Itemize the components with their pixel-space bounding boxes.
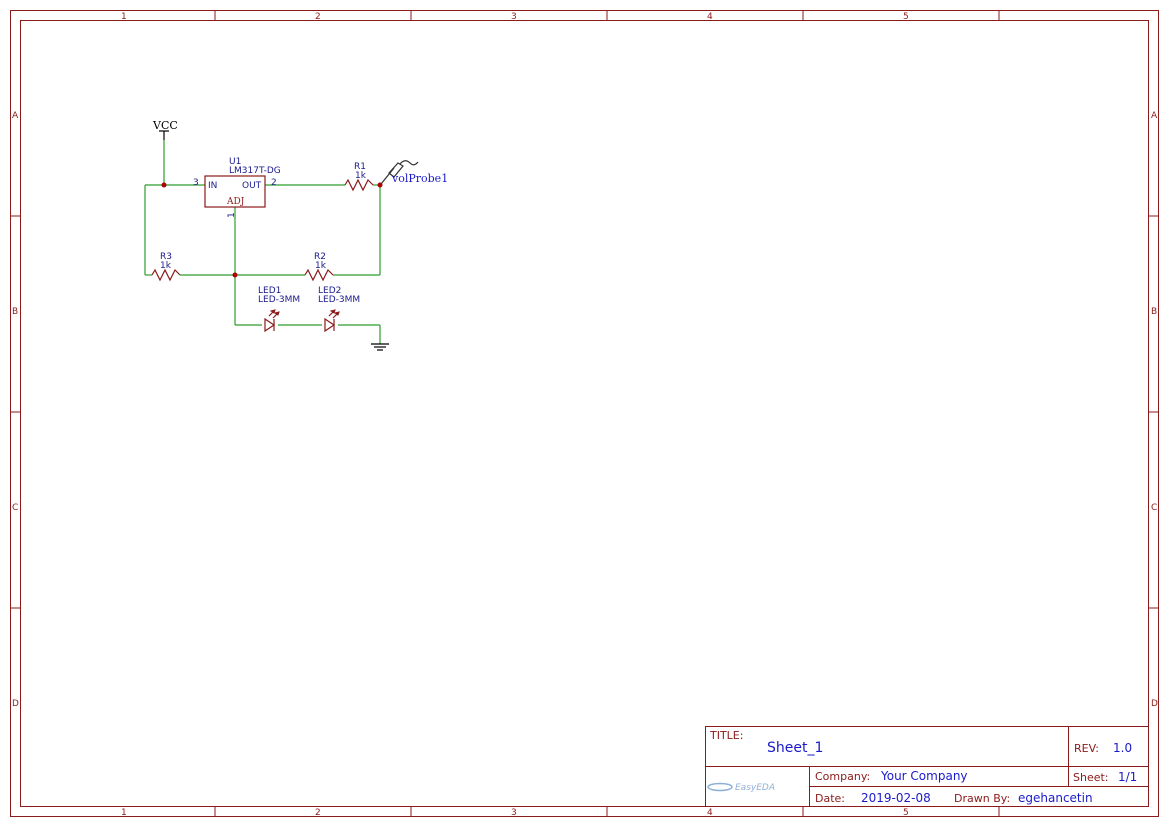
resistor-r1-body [344,178,374,192]
resistor-r1-value: 1k [355,171,367,181]
resistor-r2-body [304,268,334,282]
led2: LED2 LED-3MM [318,286,360,333]
title-block: TITLE: Sheet_1 REV: 1.0 Company: Your Co… [705,726,1149,807]
ground-symbol [371,343,389,351]
row-label: D [1151,699,1158,709]
drawn-by-value: egehancetin [1018,791,1093,805]
column-labels-top: 1 2 3 4 5 [121,12,909,22]
date-label: Date: [815,792,845,805]
probe-label: volProbe1 [391,172,448,185]
column-labels-bottom: 1 2 3 4 5 [121,808,909,818]
column-label: 3 [511,808,517,818]
company-label: Company: [815,770,870,783]
rev-value: 1.0 [1113,741,1132,755]
resistor-r1-designator: R1 [354,162,366,172]
vcc-symbol: VCC [152,119,178,140]
column-label: 3 [511,12,517,22]
column-label: 1 [121,808,127,818]
resistor-r3-body [151,268,181,282]
probe-body [388,162,404,178]
regulator-body [204,175,266,208]
probe-lead [399,160,419,166]
column-label: 2 [315,808,321,818]
voltage-probe: volProbe1 [380,160,448,185]
column-label: 4 [707,808,713,818]
easyeda-logo-text: EasyEDA [735,783,775,793]
regulator-designator: U1 [229,157,241,167]
vcc-label: VCC [152,119,178,132]
column-label: 2 [315,12,321,22]
date-value: 2019-02-08 [861,791,931,805]
rev-label: REV: [1074,742,1099,755]
regulator-part: LM317T-DG [229,166,281,176]
pin-adj-name: ADJ [226,197,245,207]
junctions [161,182,383,278]
column-label: 1 [121,12,127,22]
row-label: C [12,503,18,513]
easyeda-logo: EasyEDA [707,782,775,793]
regulator-u1: U1 LM317T-DG IN OUT ADJ 3 2 1 [193,157,281,218]
sheet-value: 1/1 [1118,770,1137,784]
row-labels-right: A B C D [1151,111,1158,709]
easyeda-logo-icon [707,782,733,792]
sheet-border [10,10,1159,817]
row-label: A [12,111,19,121]
led1-value: LED-3MM [258,295,300,305]
resistor-r1: R1 1k [344,162,374,192]
junction-adj [232,272,238,278]
resistor-r3-designator: R3 [160,252,172,262]
column-label: 5 [903,12,909,22]
title-label: TITLE: [709,729,743,742]
led2-arrowhead-a [329,309,336,314]
row-label: B [1151,307,1157,317]
led1-designator: LED1 [258,286,281,296]
pin-in-name: IN [208,181,217,191]
row-label: D [12,699,19,709]
pin-out-name: OUT [242,181,262,191]
company-value: Your Company [880,769,968,783]
column-label: 4 [707,12,713,22]
resistor-r3-value: 1k [160,261,172,271]
junction-vcc [161,182,167,188]
led1-arrowhead-a [269,309,276,314]
sheet-title: Sheet_1 [767,740,823,756]
row-label: B [12,307,18,317]
sheet-label: Sheet: [1073,771,1109,784]
row-label: C [1151,503,1157,513]
led2-triangle [324,317,336,333]
resistor-r2: R2 1k [304,252,334,282]
resistor-r2-value: 1k [315,261,327,271]
row-label: A [1151,111,1158,121]
led1-arrowhead-b [273,311,280,316]
led1: LED1 LED-3MM [258,286,300,333]
resistor-r3: R3 1k [151,252,181,282]
pin-in-number: 3 [193,178,199,188]
led2-designator: LED2 [318,286,341,296]
row-labels-left: A B C D [12,111,19,709]
led1-triangle [264,317,276,333]
led2-value: LED-3MM [318,295,360,305]
resistor-r2-designator: R2 [314,252,326,262]
pin-adj-number: 1 [227,212,237,218]
led2-arrowhead-b [333,311,340,316]
pin-out-number: 2 [271,178,277,188]
wires [144,140,381,344]
column-label: 5 [903,808,909,818]
drawn-by-label: Drawn By: [954,792,1010,805]
